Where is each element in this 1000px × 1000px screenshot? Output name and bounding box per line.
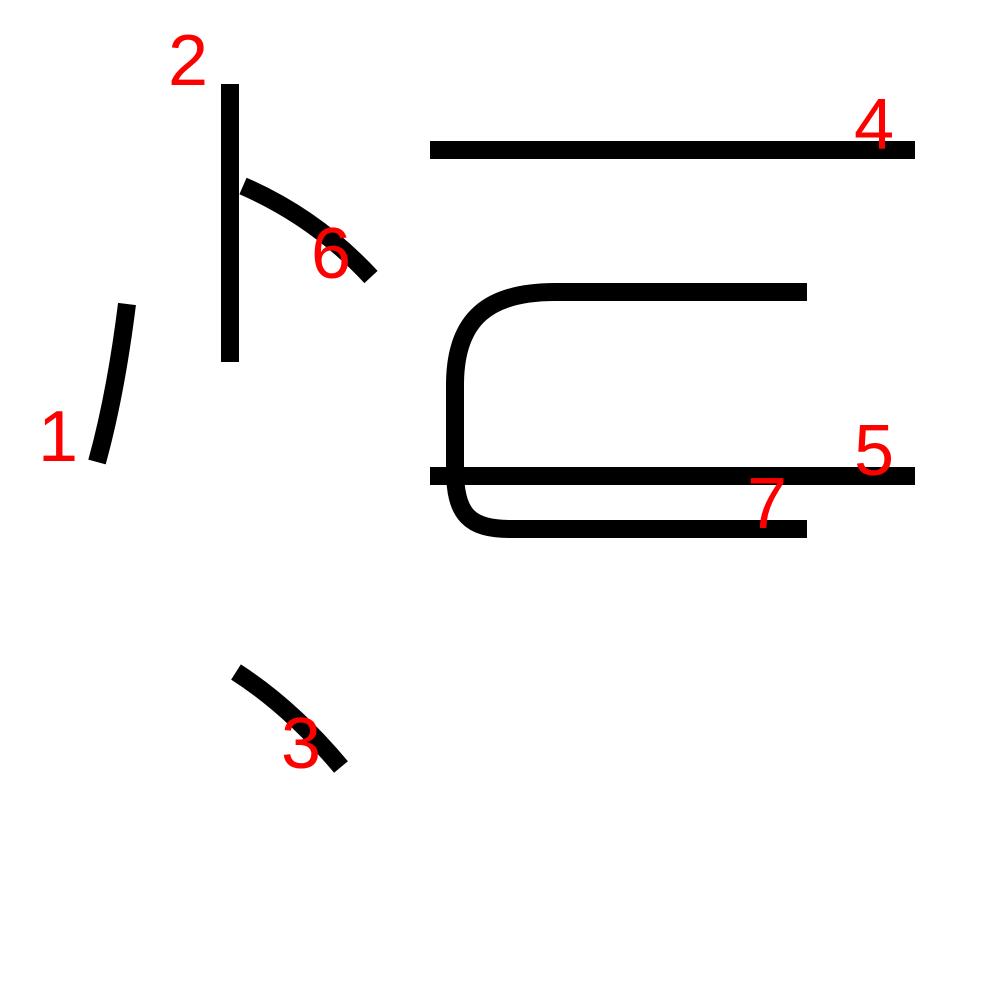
stroke-number-1: 1 (38, 397, 78, 477)
stroke-number-6: 6 (311, 214, 351, 294)
stroke-number-5: 5 (854, 411, 894, 491)
stroke-number-4: 4 (854, 85, 894, 165)
stroke-3 (231, 664, 348, 773)
stroke-numbers: 1 2 3 4 5 6 7 (38, 21, 894, 784)
stroke-6 (239, 177, 378, 284)
stroke-7 (446, 283, 807, 538)
stroke-1 (88, 302, 136, 465)
strokes (88, 84, 915, 773)
stroke-number-2: 2 (168, 21, 208, 101)
stroke-number-7: 7 (747, 464, 787, 544)
stroke-number-3: 3 (281, 704, 321, 784)
